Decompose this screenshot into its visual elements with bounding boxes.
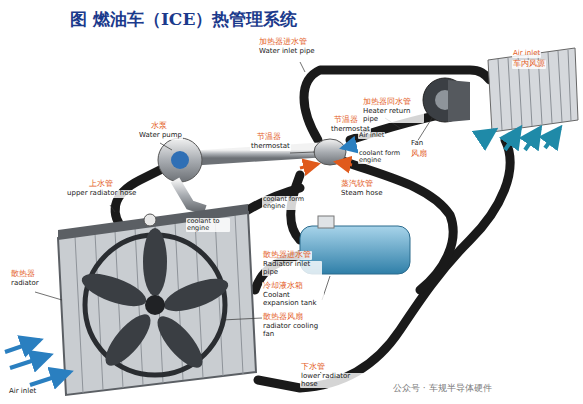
part-label: Air inlet xyxy=(8,388,37,396)
part-label: radiator xyxy=(10,280,40,288)
part-label: 水泵 xyxy=(150,122,168,131)
part-label: Water pump xyxy=(138,132,183,140)
part-label: coolant form engine xyxy=(358,150,402,164)
part-label: 散热器风扇 xyxy=(262,313,304,322)
part-label: lower radiator hose xyxy=(300,373,364,388)
part-label: 加热器进水管 xyxy=(258,38,308,47)
part-label: 节温器 xyxy=(333,116,359,125)
part-label: Heater return pipe xyxy=(362,108,424,123)
part-label: 蒸汽软管 xyxy=(340,180,374,189)
part-label: Radiator inlet pipe xyxy=(262,261,322,276)
part-label: 加热器回水管 xyxy=(362,98,412,107)
part-label: 冷却液水箱 xyxy=(262,282,304,291)
part-label: coolant form engine xyxy=(262,196,306,210)
part-label: coolant to engine xyxy=(186,218,230,232)
part-label: 节温器 xyxy=(256,133,282,142)
part-label: 上水管 xyxy=(88,180,114,189)
part-label: thermostat xyxy=(250,143,291,151)
part-label: 风扇 xyxy=(410,150,428,159)
part-label: 散热器 xyxy=(10,270,36,279)
part-label: Steam hose xyxy=(340,190,384,198)
part-label: Coolant expansion tank xyxy=(262,292,324,307)
part-label: Air inlet xyxy=(358,132,385,139)
part-label: Water inlet pipe xyxy=(258,48,316,56)
part-label: 散热器进水管 xyxy=(262,251,312,260)
diagram-title: 图 燃油车（ICE）热管理系统 xyxy=(70,8,297,31)
watermark: 公众号 · 车规半导体硬件 xyxy=(392,384,493,394)
part-label: 车内风源 xyxy=(512,60,546,69)
part-label: radiator cooling fan xyxy=(262,323,322,338)
part-label: Fan xyxy=(410,140,424,148)
part-label: 下水管 xyxy=(300,363,326,372)
part-label: Air inlet xyxy=(512,50,541,58)
part-label: upper radiator hose xyxy=(66,190,138,198)
